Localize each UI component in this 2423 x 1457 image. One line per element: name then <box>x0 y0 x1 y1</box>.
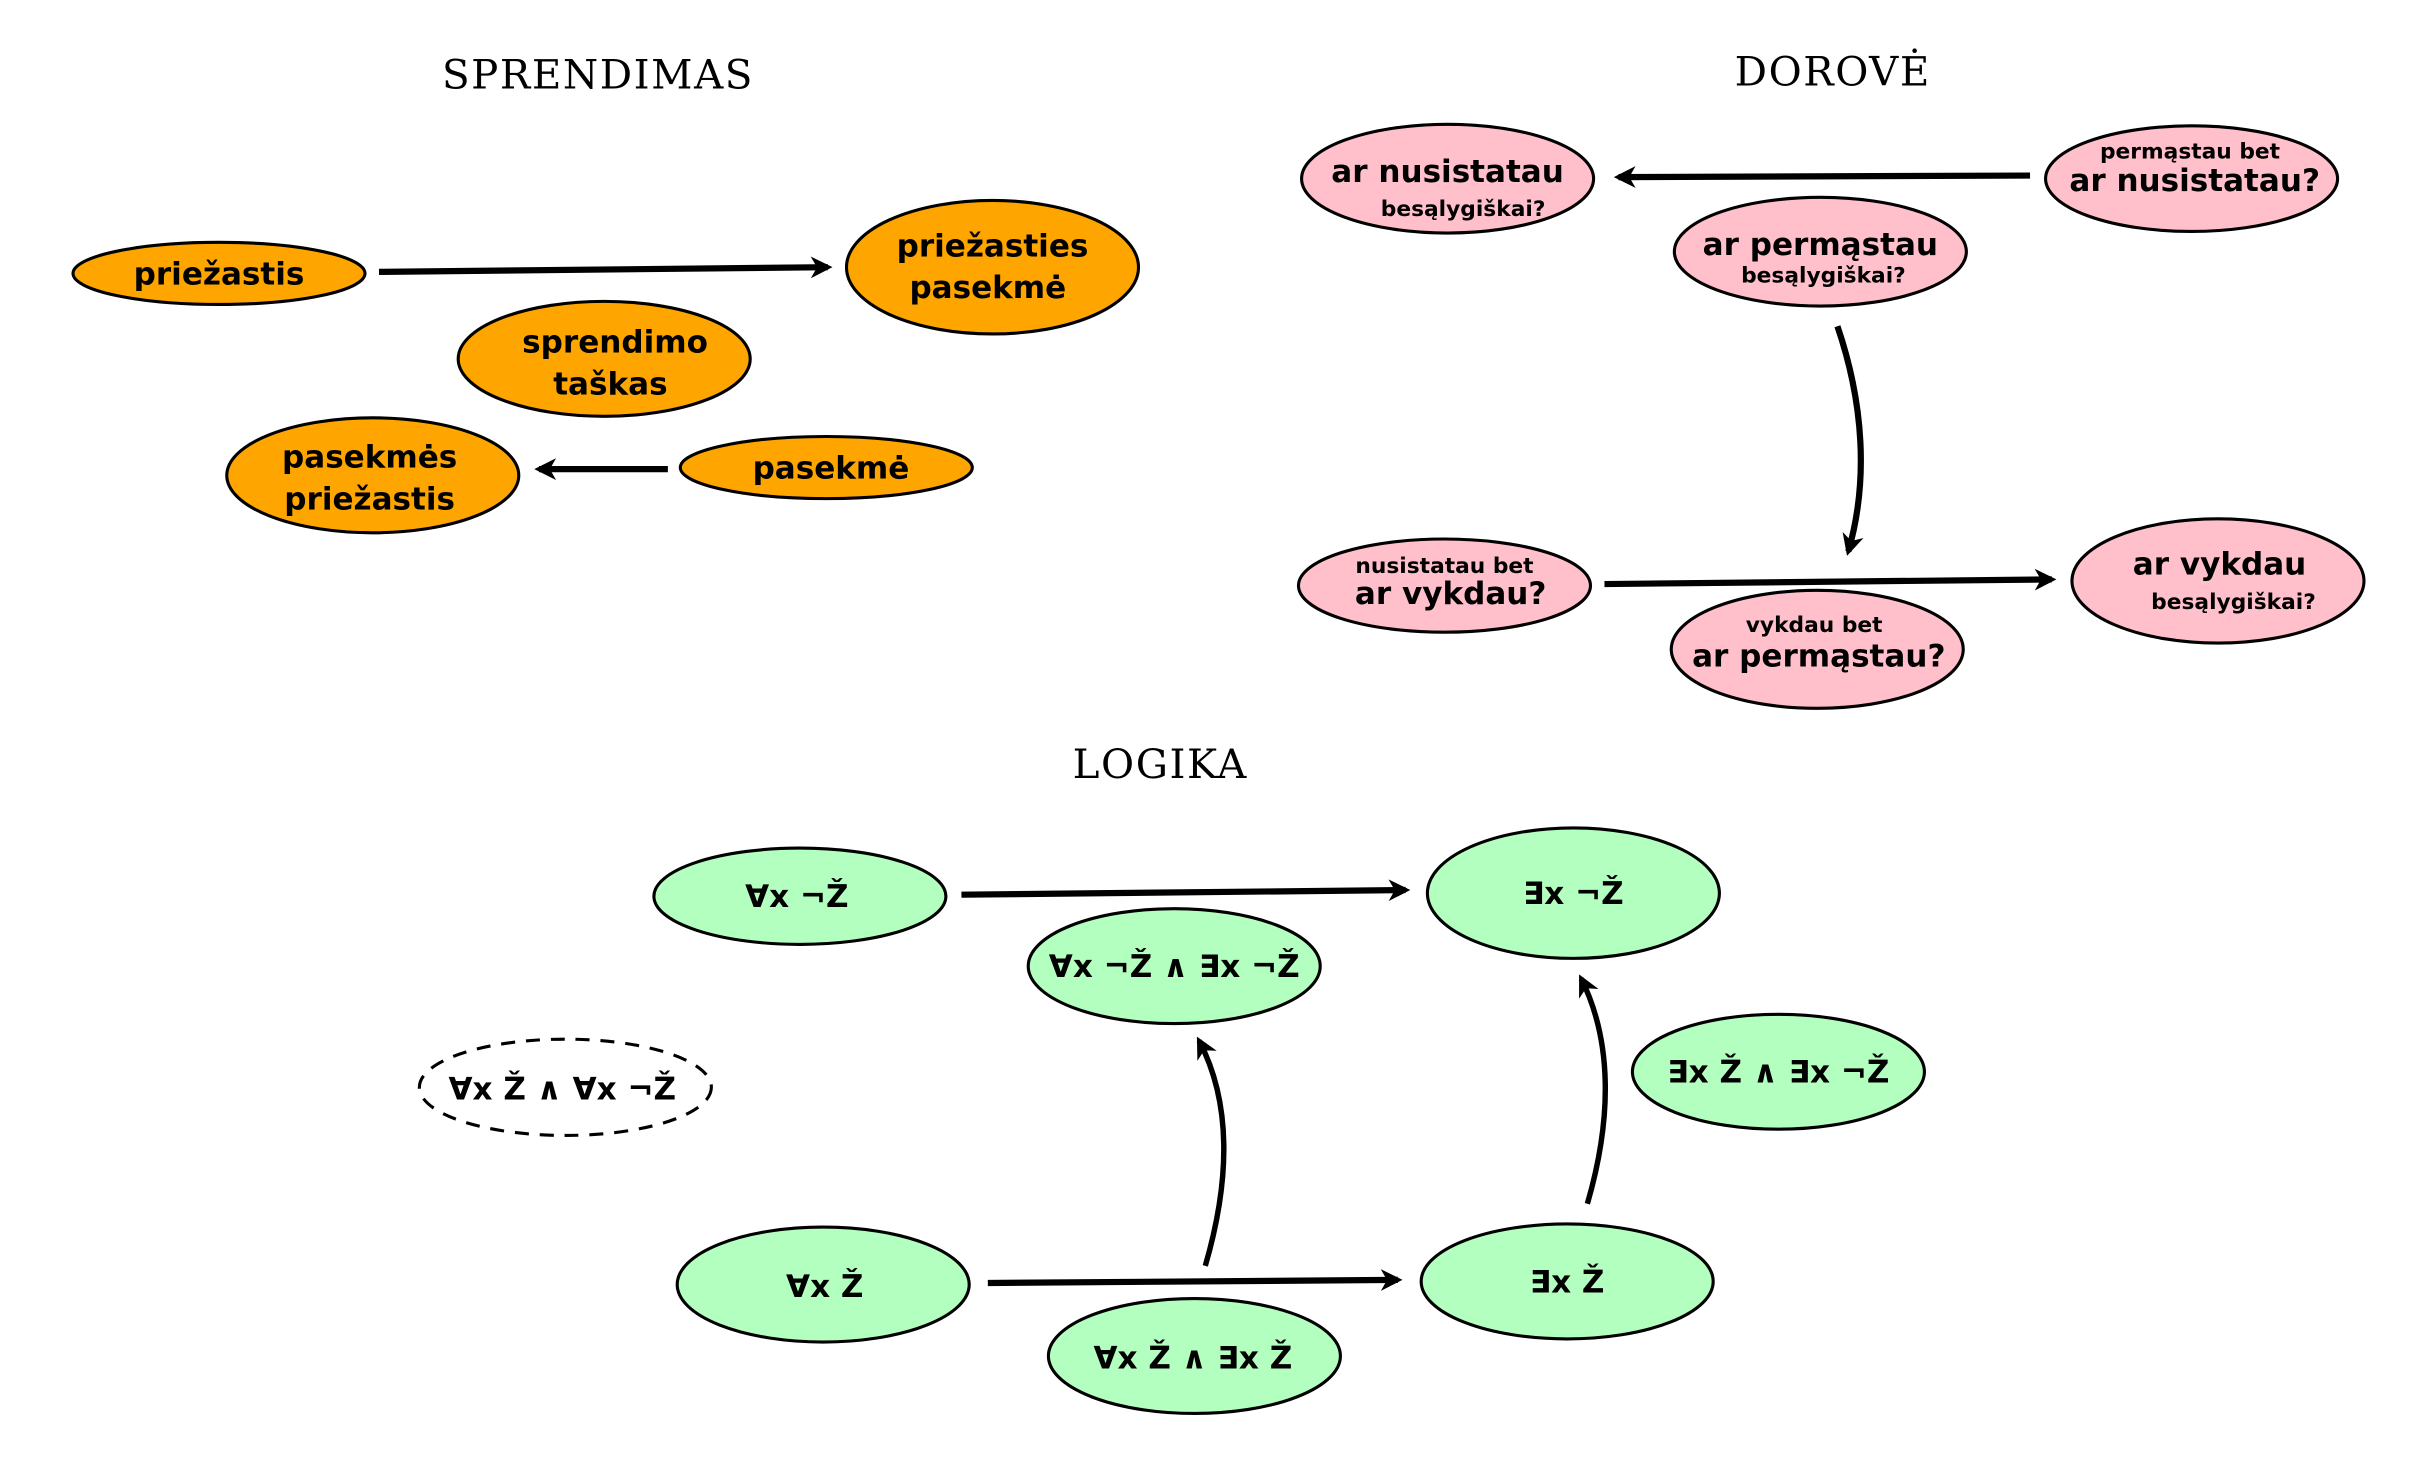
node-label: priežasties <box>897 228 1089 264</box>
node-label: ∀x ¬Ž <box>745 877 848 915</box>
node-forall-not-z-and-exists-not-z[interactable]: ∀x ¬Ž ∧ ∃x ¬Ž <box>1026 907 1322 1026</box>
edge-permastau-to-ar-nusistatau <box>1613 166 2031 188</box>
node-permastau-bet-ar-nusistatau[interactable]: permąstau bet ar nusistatau? <box>2044 124 2340 234</box>
node-ar-nusistatau-besalygiskai[interactable]: ar nusistatau besąlygiškai? <box>1300 122 1596 235</box>
node-priezastis[interactable]: priežastis <box>71 240 367 307</box>
node-label: ∀x Ž ∧ ∃x Ž <box>1093 1338 1292 1376</box>
node-label: pasekmės <box>282 440 457 476</box>
edge-priezastis-to-priezasties-pasekme <box>378 256 833 279</box>
section-dorove: DOROVĖ ar nusistatau besąlygiškai? permą… <box>1296 47 2366 710</box>
node-nusistatau-bet-ar-vykdau[interactable]: nusistatau bet ar vykdau? <box>1296 537 1593 634</box>
node-exists-z[interactable]: ∃x Ž <box>1419 1222 1715 1341</box>
edge-forall-z-to-exists-z <box>987 1269 1403 1291</box>
section-title-logika: LOGIKA <box>1073 741 1248 788</box>
node-label: ar vykdau? <box>1355 576 1546 612</box>
node-label: priežastis <box>284 481 455 517</box>
node-label: vykdau bet <box>1746 613 1883 638</box>
node-label: besąlygiškai? <box>1741 264 1906 289</box>
edge-ar-permastau-curved-down <box>1834 325 1864 556</box>
node-forall-not-z[interactable]: ∀x ¬Ž <box>652 846 948 946</box>
node-pasekmes-priezastis[interactable]: pasekmės priežastis <box>225 416 521 535</box>
node-ar-vykdau-besalygiskai[interactable]: ar vykdau besąlygiškai? <box>2070 517 2366 645</box>
section-title-dorove: DOROVĖ <box>1735 47 1931 95</box>
edge-curved-to-forall-not-z-and-exists-not-z <box>1196 1036 1227 1267</box>
node-label: ∀x Ž <box>786 1267 863 1305</box>
section-title-sprendimas: SPRENDIMAS <box>442 52 754 99</box>
edge-forall-not-z-to-exists-not-z <box>961 879 1411 902</box>
node-label: ar permąstau? <box>1692 638 1945 674</box>
section-logika: LOGIKA ∀x ¬Ž ∃x ¬Ž ∀x ¬Ž ∧ ∃x ¬Ž ∀x Ž ∧ … <box>417 741 1926 1416</box>
node-label: nusistatau bet <box>1355 554 1533 579</box>
node-forall-z-and-forall-not-z[interactable]: ∀x Ž ∧ ∀x ¬Ž <box>417 1037 713 1137</box>
node-label: ar vykdau <box>2133 547 2306 583</box>
edge-nusistatau-to-ar-vykdau <box>1604 568 2057 591</box>
node-label: sprendimo <box>522 325 708 361</box>
node-label: ar permąstau <box>1703 227 1938 263</box>
node-exists-not-z[interactable]: ∃x ¬Ž <box>1425 826 1721 960</box>
node-label: ∃x ¬Ž <box>1523 874 1624 912</box>
node-label: permąstau bet <box>2100 139 2280 164</box>
node-label: ∃x Ž <box>1530 1262 1605 1300</box>
node-forall-z[interactable]: ∀x Ž <box>675 1225 971 1344</box>
node-priezasties-pasekme[interactable]: priežasties pasekmė <box>844 198 1141 336</box>
node-label: ar nusistatau <box>1331 154 1564 190</box>
node-label: pasekmė <box>753 450 910 486</box>
node-label: priežastis <box>134 256 305 292</box>
node-label: besąlygiškai? <box>2151 590 2316 615</box>
node-ar-permastau-besalygiskai[interactable]: ar permąstau besąlygiškai? <box>1672 195 1968 308</box>
node-pasekme[interactable]: pasekmė <box>678 434 974 501</box>
node-label: taškas <box>553 367 667 403</box>
node-label: pasekmė <box>909 270 1066 306</box>
node-forall-z-and-exists-z[interactable]: ∀x Ž ∧ ∃x Ž <box>1046 1296 1342 1416</box>
node-exists-z-and-exists-not-z[interactable]: ∃x Ž ∧ ∃x ¬Ž <box>1630 1012 1926 1131</box>
section-sprendimas: SPRENDIMAS priežastis priežasties pasekm… <box>71 52 1141 535</box>
node-label: besąlygiškai? <box>1381 197 1546 222</box>
node-label: ∀x ¬Ž ∧ ∃x ¬Ž <box>1049 947 1300 985</box>
node-vykdau-bet-ar-permastau[interactable]: vykdau bet ar permąstau? <box>1669 588 1965 710</box>
node-label: ∀x Ž ∧ ∀x ¬Ž <box>448 1070 676 1108</box>
edge-exists-z-to-exists-not-z <box>1578 974 1608 1205</box>
node-sprendimo-taskas[interactable]: sprendimo taškas <box>456 299 752 418</box>
node-label: ar nusistatau? <box>2069 163 2320 199</box>
node-label: ∃x Ž ∧ ∃x ¬Ž <box>1667 1053 1889 1091</box>
